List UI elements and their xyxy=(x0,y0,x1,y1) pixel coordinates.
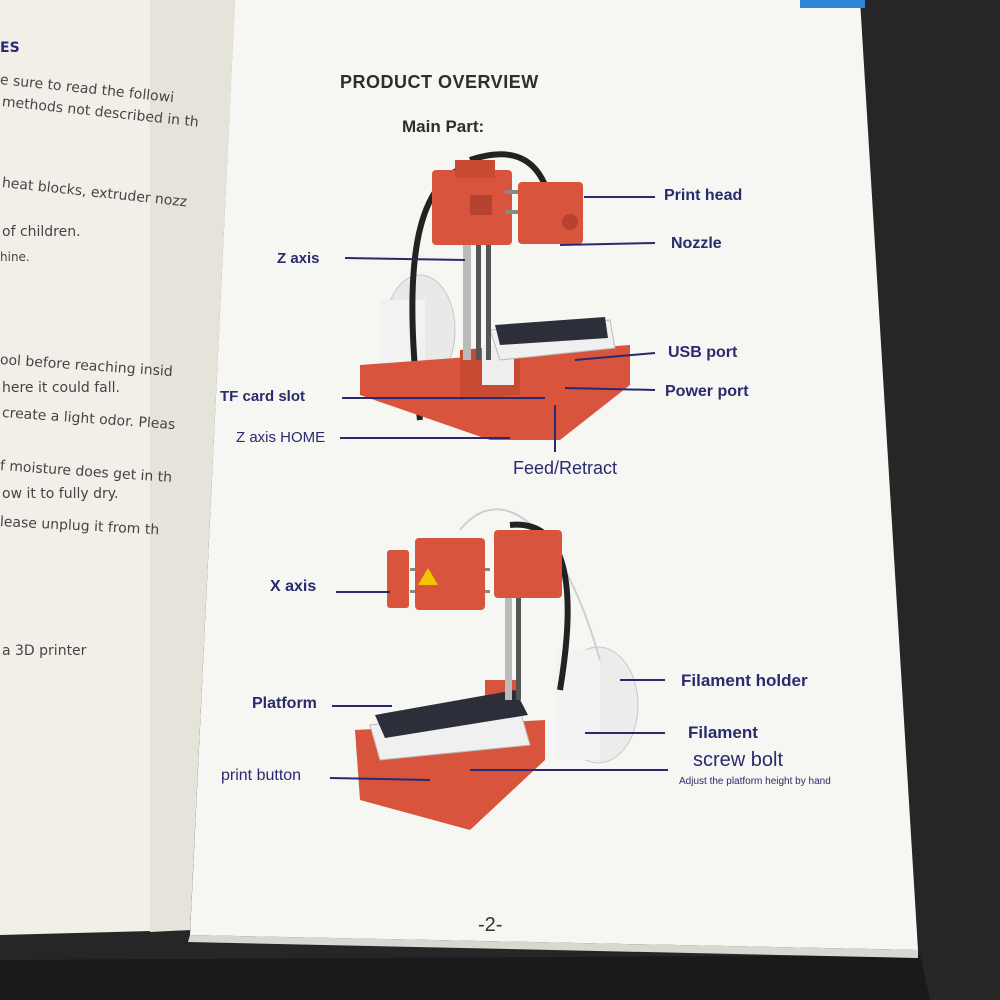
label-z-axis-home: Z axis HOME xyxy=(236,429,326,446)
label-print-button: print button xyxy=(221,767,302,784)
label-power-port: Power port xyxy=(665,383,749,400)
left-line-7: here it could fall. xyxy=(2,380,120,396)
label-filament-holder: Filament holder xyxy=(681,671,808,690)
label-platform: Platform xyxy=(252,695,317,712)
label-screw-bolt: screw bolt xyxy=(693,749,784,771)
page-number: -2- xyxy=(478,914,503,936)
label-tf-card-slot: TF card slot xyxy=(220,388,306,405)
label-screw-bolt-note: Adjust the platform height by hand xyxy=(679,776,831,787)
page-title: PRODUCT OVERVIEW xyxy=(340,72,539,92)
right-page xyxy=(190,0,918,950)
left-line-12: a 3D printer xyxy=(2,643,87,659)
leader-lines xyxy=(329,196,668,781)
left-line-5: hine. xyxy=(0,250,30,264)
label-usb-port: USB port xyxy=(668,344,738,361)
page-subtitle: Main Part: xyxy=(402,117,485,136)
label-filament: Filament xyxy=(688,723,758,742)
label-feed-retract: Feed/Retract xyxy=(513,458,618,478)
label-print-head: Print head xyxy=(664,187,743,204)
left-line-10: ow it to fully dry. xyxy=(2,486,119,502)
label-x-axis: X axis xyxy=(270,578,317,595)
section-tab xyxy=(800,0,865,8)
top-printer-illustration xyxy=(360,151,630,440)
left-line-4: of children. xyxy=(2,224,81,240)
label-z-axis: Z axis xyxy=(277,250,320,267)
label-nozzle: Nozzle xyxy=(671,235,722,252)
left-page-heading: ES xyxy=(0,40,20,56)
